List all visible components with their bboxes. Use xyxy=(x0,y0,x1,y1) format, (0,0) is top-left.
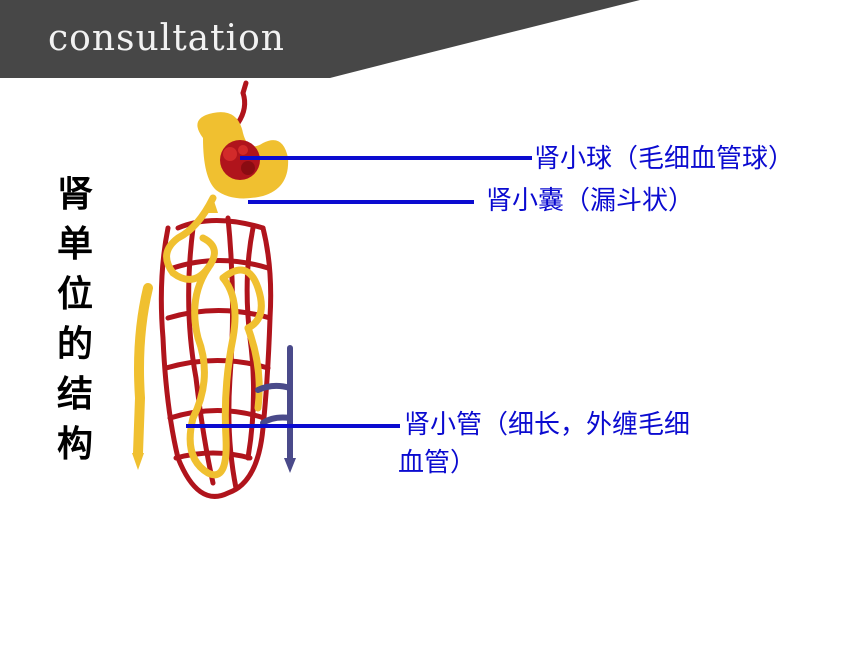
pointer-line-glomerulus xyxy=(240,156,532,160)
title-char: 结 xyxy=(56,374,93,415)
title-char: 位 xyxy=(56,274,93,315)
vertical-title: 肾 单 位 的 结 构 xyxy=(48,170,102,470)
title-char: 构 xyxy=(56,424,93,465)
label-glomerulus: 肾小球（毛细血管球） xyxy=(534,144,795,174)
pointer-line-tubule xyxy=(186,424,400,428)
label-tubule-line2: 血管） xyxy=(398,448,477,478)
collecting-duct xyxy=(133,283,153,458)
header-word: consultation xyxy=(48,18,285,59)
title-char: 的 xyxy=(56,324,93,365)
title-char: 单 xyxy=(56,224,93,265)
renal-tubule xyxy=(163,194,265,479)
pointer-line-capsule xyxy=(248,200,474,204)
label-tubule-line1: 肾小管（细长，外缠毛细 xyxy=(404,410,691,440)
vein xyxy=(255,345,293,461)
glomerulus xyxy=(220,140,260,180)
nephron-illustration xyxy=(118,78,338,508)
label-capsule: 肾小囊（漏斗状） xyxy=(486,186,695,216)
title-char: 肾 xyxy=(56,174,93,215)
